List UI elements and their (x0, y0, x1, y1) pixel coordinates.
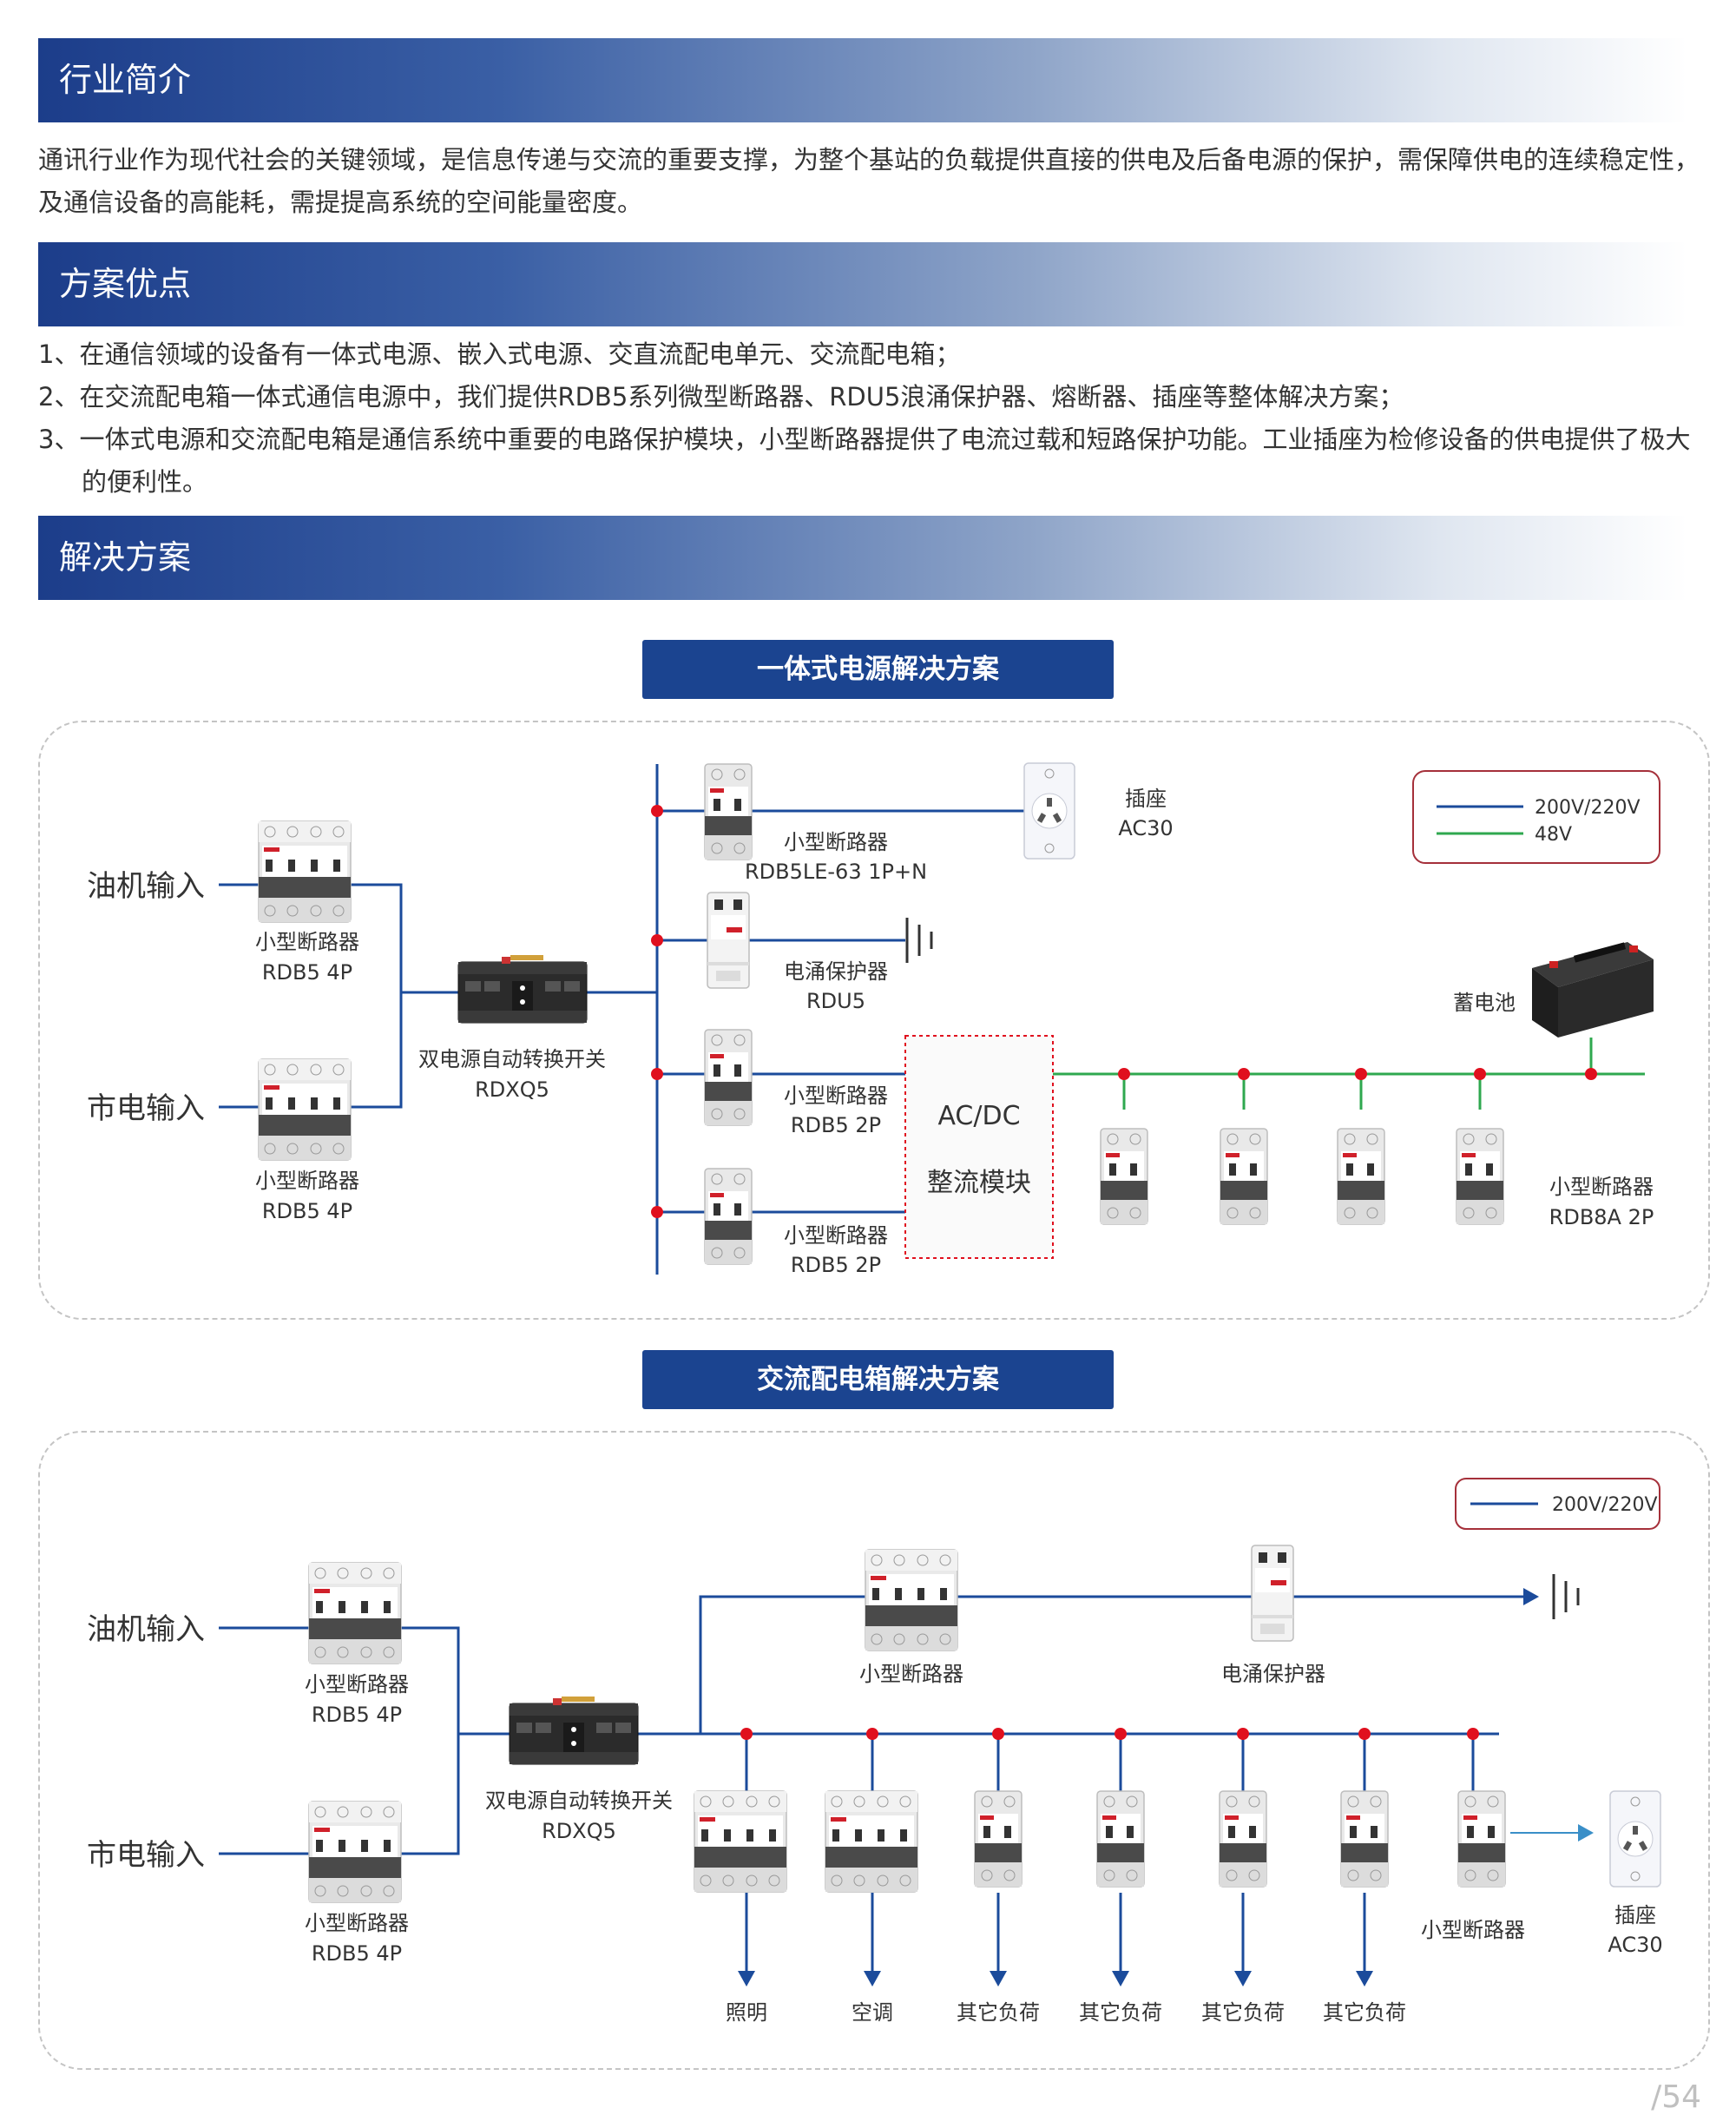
ats-switch (509, 1696, 639, 1765)
breaker-4p-mains (258, 1058, 352, 1161)
dc-breaker (1100, 1128, 1148, 1225)
section-header-intro: 行业简介 (38, 38, 1687, 122)
ground-icon (1552, 1572, 1580, 1621)
diagram1-panel (38, 721, 1710, 1320)
load-label: 其它负荷 (957, 2000, 1040, 2025)
battery-label: 蓄电池 (1453, 991, 1516, 1015)
load-breaker (694, 1790, 787, 1893)
advantage-item: 1、在通信领域的设备有一体式电源、嵌入式电源、交直流配电单元、交流配电箱； (38, 339, 961, 369)
socket-model: AC30 (1118, 816, 1173, 840)
dc-breaker (1220, 1128, 1268, 1225)
diagram2-panel (38, 1431, 1710, 2070)
socket-label: 插座 (1125, 787, 1167, 811)
breaker-label: 小型断路器 (255, 1169, 359, 1193)
load-label: 照明 (726, 2000, 767, 2025)
load-label: 其它负荷 (1079, 2000, 1162, 2025)
section-title: 行业简介 (59, 61, 192, 99)
breaker-2p (704, 1029, 753, 1126)
diagram1-title: 一体式电源解决方案 (642, 640, 1114, 699)
legend-ac: 200V/220V (1552, 1494, 1658, 1516)
surge-label: 电涌保护器 (784, 959, 888, 984)
top-surge-label: 电涌保护器 (1221, 1662, 1325, 1686)
load-breaker (825, 1790, 918, 1893)
dc-breaker (1337, 1128, 1385, 1225)
breaker-label: 小型断路器 (255, 930, 359, 954)
load-breaker (1340, 1790, 1389, 1888)
input-label-generator: 油机输入 (87, 1612, 205, 1647)
diagram2-graph: 油机输入 市电输入 (87, 1478, 1663, 2025)
breaker-4p-mains (308, 1801, 402, 1903)
input-label-generator: 油机输入 (87, 869, 205, 904)
section-title: 解决方案 (59, 538, 192, 577)
socket-breaker-label: 小型断路器 (1421, 1918, 1525, 1942)
ats-switch (457, 954, 588, 1024)
socket-model: AC30 (1608, 1933, 1662, 1957)
top-breaker-label: 小型断路器 (859, 1662, 963, 1686)
breaker-top (865, 1549, 958, 1651)
ats-model: RDXQ5 (542, 1819, 616, 1843)
branch-model: RDB5 2P (791, 1253, 881, 1277)
rectifier-label-top: AC/DC (937, 1101, 1020, 1131)
ats-label: 双电源自动转换开关 (485, 1789, 673, 1813)
breaker-2p (704, 1168, 753, 1265)
surge-protector (1251, 1545, 1294, 1642)
advantage-item: 2、在交流配电箱一体式通信电源中，我们提供RDB5系列微型断路器、RDU5浪涌保… (38, 382, 1404, 412)
breaker-4p-generator (308, 1562, 402, 1664)
input-label-mains: 市电输入 (87, 1091, 205, 1126)
load-label: 其它负荷 (1323, 2000, 1406, 2025)
breaker-model: RDB5 4P (312, 1941, 402, 1966)
load-breaker (1219, 1790, 1267, 1888)
intro-text: 通讯行业作为现代社会的关键领域，是信息传递与交流的重要支撑，为整个基站的负载提供… (38, 145, 1700, 217)
surge-model: RDU5 (806, 989, 865, 1013)
legend-dc: 48V (1535, 824, 1572, 846)
breaker-4p-generator (258, 820, 352, 923)
socket-ac30 (1609, 1790, 1661, 1888)
ground-icon (905, 916, 933, 965)
branch-label: 小型断路器 (784, 1084, 888, 1108)
surge-protector (707, 892, 750, 989)
ats-model: RDXQ5 (475, 1077, 549, 1102)
branch-label: 小型断路器 (784, 1223, 888, 1248)
ats-label: 双电源自动转换开关 (418, 1047, 606, 1071)
section-title: 方案优点 (59, 265, 192, 303)
legend-box (1412, 770, 1660, 864)
breaker-label: 小型断路器 (305, 1911, 409, 1935)
dc-breaker-label: 小型断路器 (1549, 1175, 1654, 1199)
legend-box (1455, 1478, 1660, 1530)
section-header-solutions: 解决方案 (38, 516, 1687, 600)
branch-model: RDB5 2P (791, 1113, 881, 1137)
load-label: 其它负荷 (1201, 2000, 1285, 2025)
section-header-advantages: 方案优点 (38, 242, 1687, 326)
branch-label: 小型断路器 (784, 830, 888, 854)
load-label: 空调 (852, 2000, 893, 2025)
load-breaker (1457, 1790, 1506, 1888)
diagram2-title: 交流配电箱解决方案 (642, 1350, 1114, 1409)
load-breaker (1096, 1790, 1145, 1888)
legend-ac: 200V/220V (1535, 797, 1641, 819)
socket-label: 插座 (1614, 1903, 1656, 1927)
page-number: /54 (1651, 2079, 1701, 2115)
breaker-rcbo (704, 763, 753, 860)
intro-paragraph: 通讯行业作为现代社会的关键领域，是信息传递与交流的重要支撑，为整个基站的负载提供… (38, 139, 1705, 224)
rectifier-module (904, 1035, 1054, 1259)
rectifier-label-bottom: 整流模块 (927, 1168, 1031, 1198)
load-breaker (974, 1790, 1023, 1888)
socket-ac30 (1023, 762, 1075, 860)
breaker-model: RDB5 4P (262, 1199, 352, 1223)
battery (1532, 942, 1654, 1038)
branch-model: RDB5LE-63 1P+N (745, 860, 927, 884)
dc-breaker (1456, 1128, 1504, 1225)
breaker-model: RDB5 4P (262, 960, 352, 985)
advantages-list: 1、在通信领域的设备有一体式电源、嵌入式电源、交直流配电单元、交流配电箱； 2、… (38, 333, 1705, 504)
advantage-item: 3、一体式电源和交流配电箱是通信系统中重要的电路保护模块，小型断路器提供了电流过… (38, 425, 1691, 497)
diagram1-graph: 油机输入 市电输入 小型断路器 RDB5 4P 小型断路器 RDB5 4P 双电… (87, 762, 1660, 1277)
input-label-mains: 市电输入 (87, 1838, 205, 1873)
breaker-label: 小型断路器 (305, 1672, 409, 1697)
breaker-model: RDB5 4P (312, 1703, 402, 1727)
dc-breaker-model: RDB8A 2P (1549, 1205, 1654, 1229)
